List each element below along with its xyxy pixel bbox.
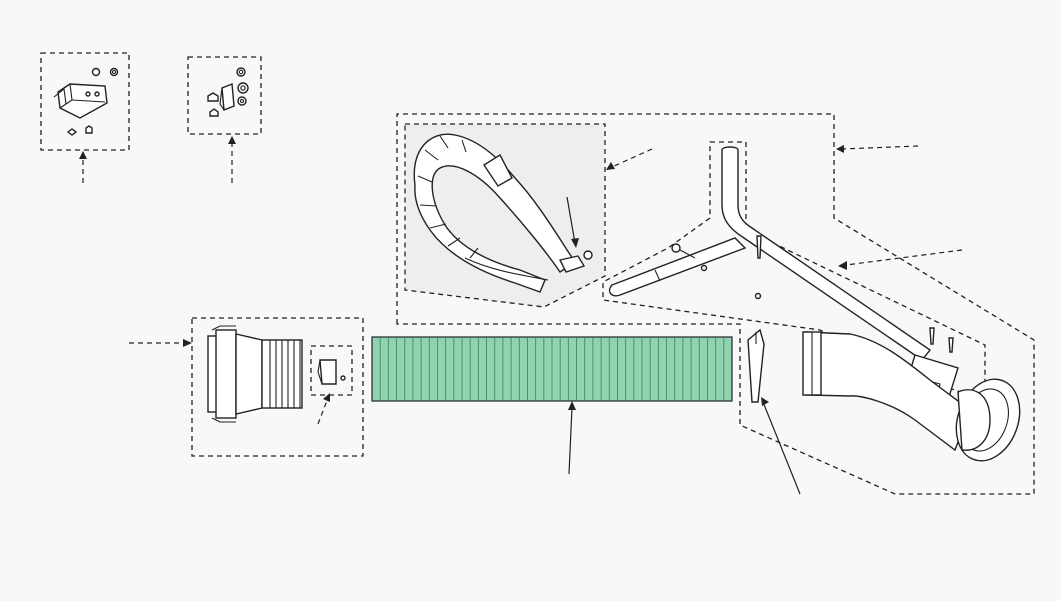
shoulder-strap (404, 123, 653, 308)
adapter-icon (207, 325, 303, 423)
arrow-handle (838, 261, 847, 270)
arrow-adapter (183, 339, 192, 347)
leader-handle (845, 249, 963, 266)
leader-group (841, 145, 919, 150)
arrow-wedge (761, 397, 769, 406)
arrow-group (836, 145, 844, 153)
bracket-assembly-icon (53, 67, 119, 136)
strap-icon (413, 133, 593, 293)
clip-icon (317, 359, 346, 385)
wedge-icon (747, 328, 765, 403)
arrow-hose (568, 401, 576, 410)
hose-clip-kit (187, 56, 262, 183)
elbow-nozzle-icon (802, 331, 1021, 462)
adapter-clip (317, 359, 346, 385)
arrow-bracket (79, 151, 87, 159)
leader-hose (568, 406, 573, 475)
mounting-bracket-kit (40, 52, 130, 183)
leader-strap (611, 148, 653, 168)
arrow-strap (606, 162, 615, 170)
kit-box-bracket (40, 52, 130, 151)
clip-hardware-icon (207, 67, 249, 117)
leader-wedge (762, 401, 801, 495)
blower-outlet-adapter (129, 317, 364, 457)
kit-box-adapter-clip (310, 345, 353, 396)
handle-nozzle-group-boundary (396, 113, 1035, 495)
hose-ribs (379, 338, 725, 400)
kit-box-clip (187, 56, 262, 135)
leader-strap-hook (566, 196, 576, 244)
kit-box-adapter (191, 317, 364, 457)
nozzle-elbow (802, 331, 1021, 462)
arrow-strap-hook (571, 238, 579, 248)
arrow-clip (228, 136, 236, 144)
flexible-hose (371, 336, 733, 475)
handle-tube-icon (608, 146, 959, 401)
arrow-adapter-clip (323, 393, 330, 402)
leader-adapter-clip (317, 397, 329, 425)
wedge-spacer (747, 328, 801, 495)
